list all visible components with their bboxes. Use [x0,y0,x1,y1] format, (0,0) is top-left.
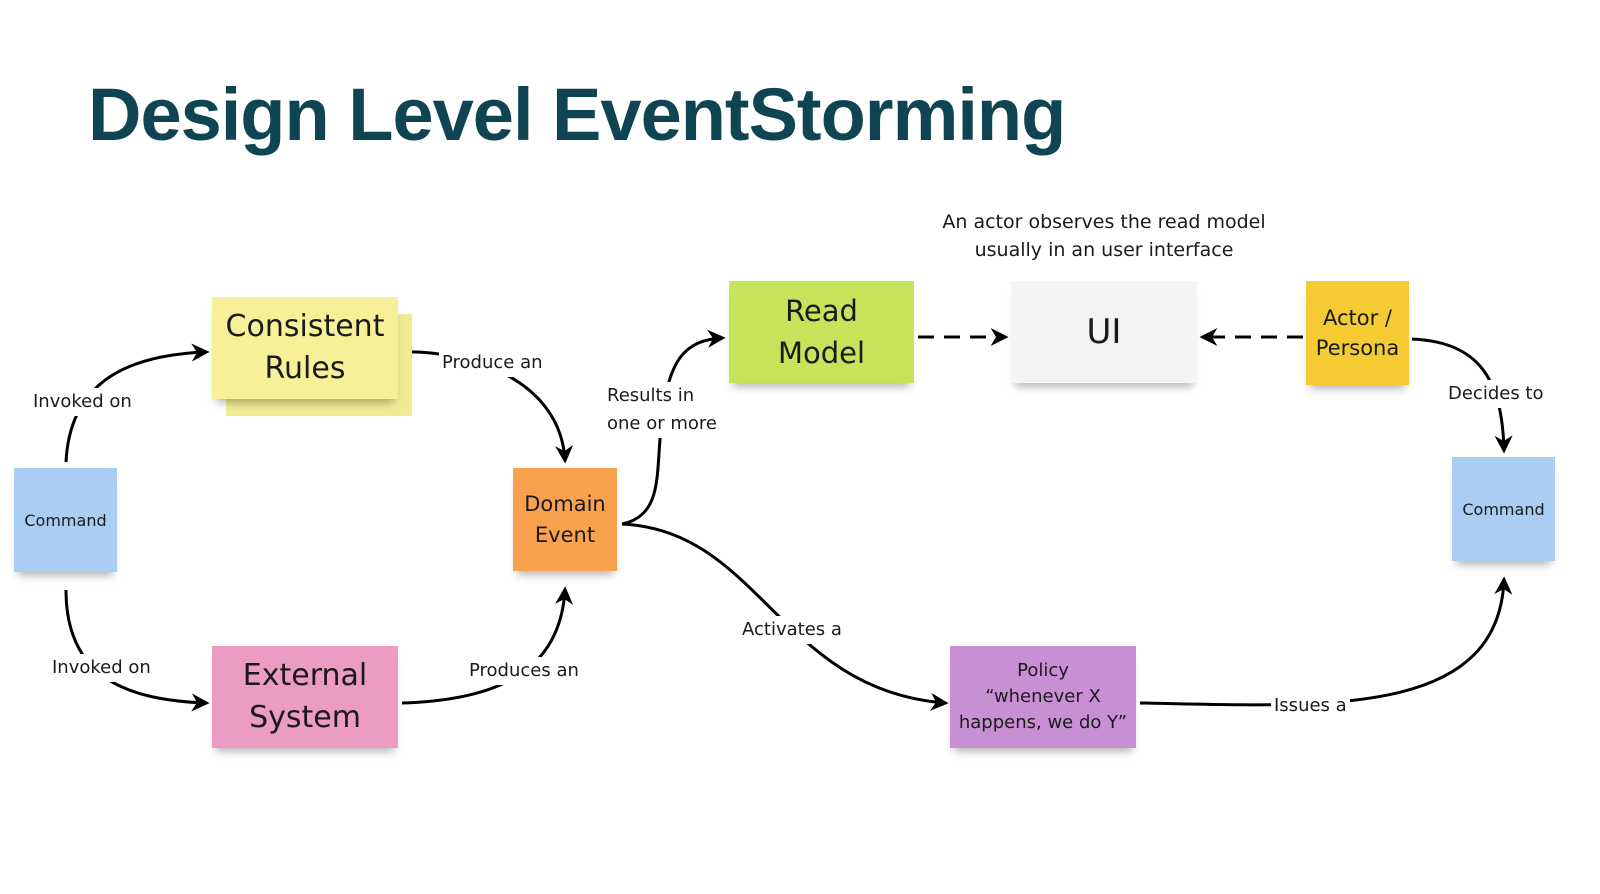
policy-line3: happens, we do Y” [958,712,1128,733]
read-model-line1: Read [785,294,858,328]
label-activates-a: Activates a [739,616,845,644]
observe-caption-line2: usually in an user interface [974,239,1234,261]
external-system-line1: External [242,658,368,693]
domain-event-line2: Event [534,522,596,547]
command-note-left: Command [14,468,117,572]
actor-line2: Persona [1315,336,1400,360]
policy-line1: Policy [1017,660,1069,681]
domain-event-line1: Domain [524,491,606,516]
read-model-line2: Model [777,336,866,370]
domain-event-note: Domain Event [513,468,617,571]
actor-persona-note: Actor / Persona [1306,281,1409,385]
consistent-rules-note: Consistent Rules [212,297,398,399]
label-invoked-on-bottom: Invoked on [49,654,154,682]
consistent-rules-line1: Consistent [225,309,385,344]
observe-caption: An actor observes the read model usually… [904,208,1304,264]
ui-label: UI [1086,312,1122,352]
label-invoked-on-top: Invoked on [30,388,135,416]
consistent-rules-line2: Rules [264,351,346,386]
label-results-in: Results in one or more [604,382,720,438]
arrow-command-to-external [64,589,210,712]
external-system-line2: System [249,700,361,735]
arrow-actor-to-command [1411,337,1513,454]
command-right-label: Command [1462,499,1545,519]
label-decides-to: Decides to [1445,380,1547,408]
label-produces-an: Produces an [466,657,582,685]
read-model-note: Read Model [729,281,914,383]
ui-note: UI [1011,281,1197,383]
command-left-label: Command [24,510,107,530]
arrow-command-to-rules [64,343,210,463]
arrow-policy-to-command [1139,576,1513,707]
label-results-in-line1: Results in [607,385,695,406]
arrow-event-to-policy [621,522,949,711]
page-title: Design Level EventStorming [88,73,1066,156]
label-issues-a: Issues a [1271,692,1350,720]
policy-line2: “whenever X [985,686,1101,707]
external-system-note: External System [212,646,398,748]
label-produce-an: Produce an [439,349,546,377]
arrow-external-to-event [401,586,574,705]
command-note-right: Command [1452,457,1555,561]
actor-line1: Actor / [1322,306,1392,330]
observe-caption-line1: An actor observes the read model [942,211,1266,233]
policy-note: Policy “whenever X happens, we do Y” [950,646,1136,748]
label-results-in-line2: one or more [607,413,717,434]
